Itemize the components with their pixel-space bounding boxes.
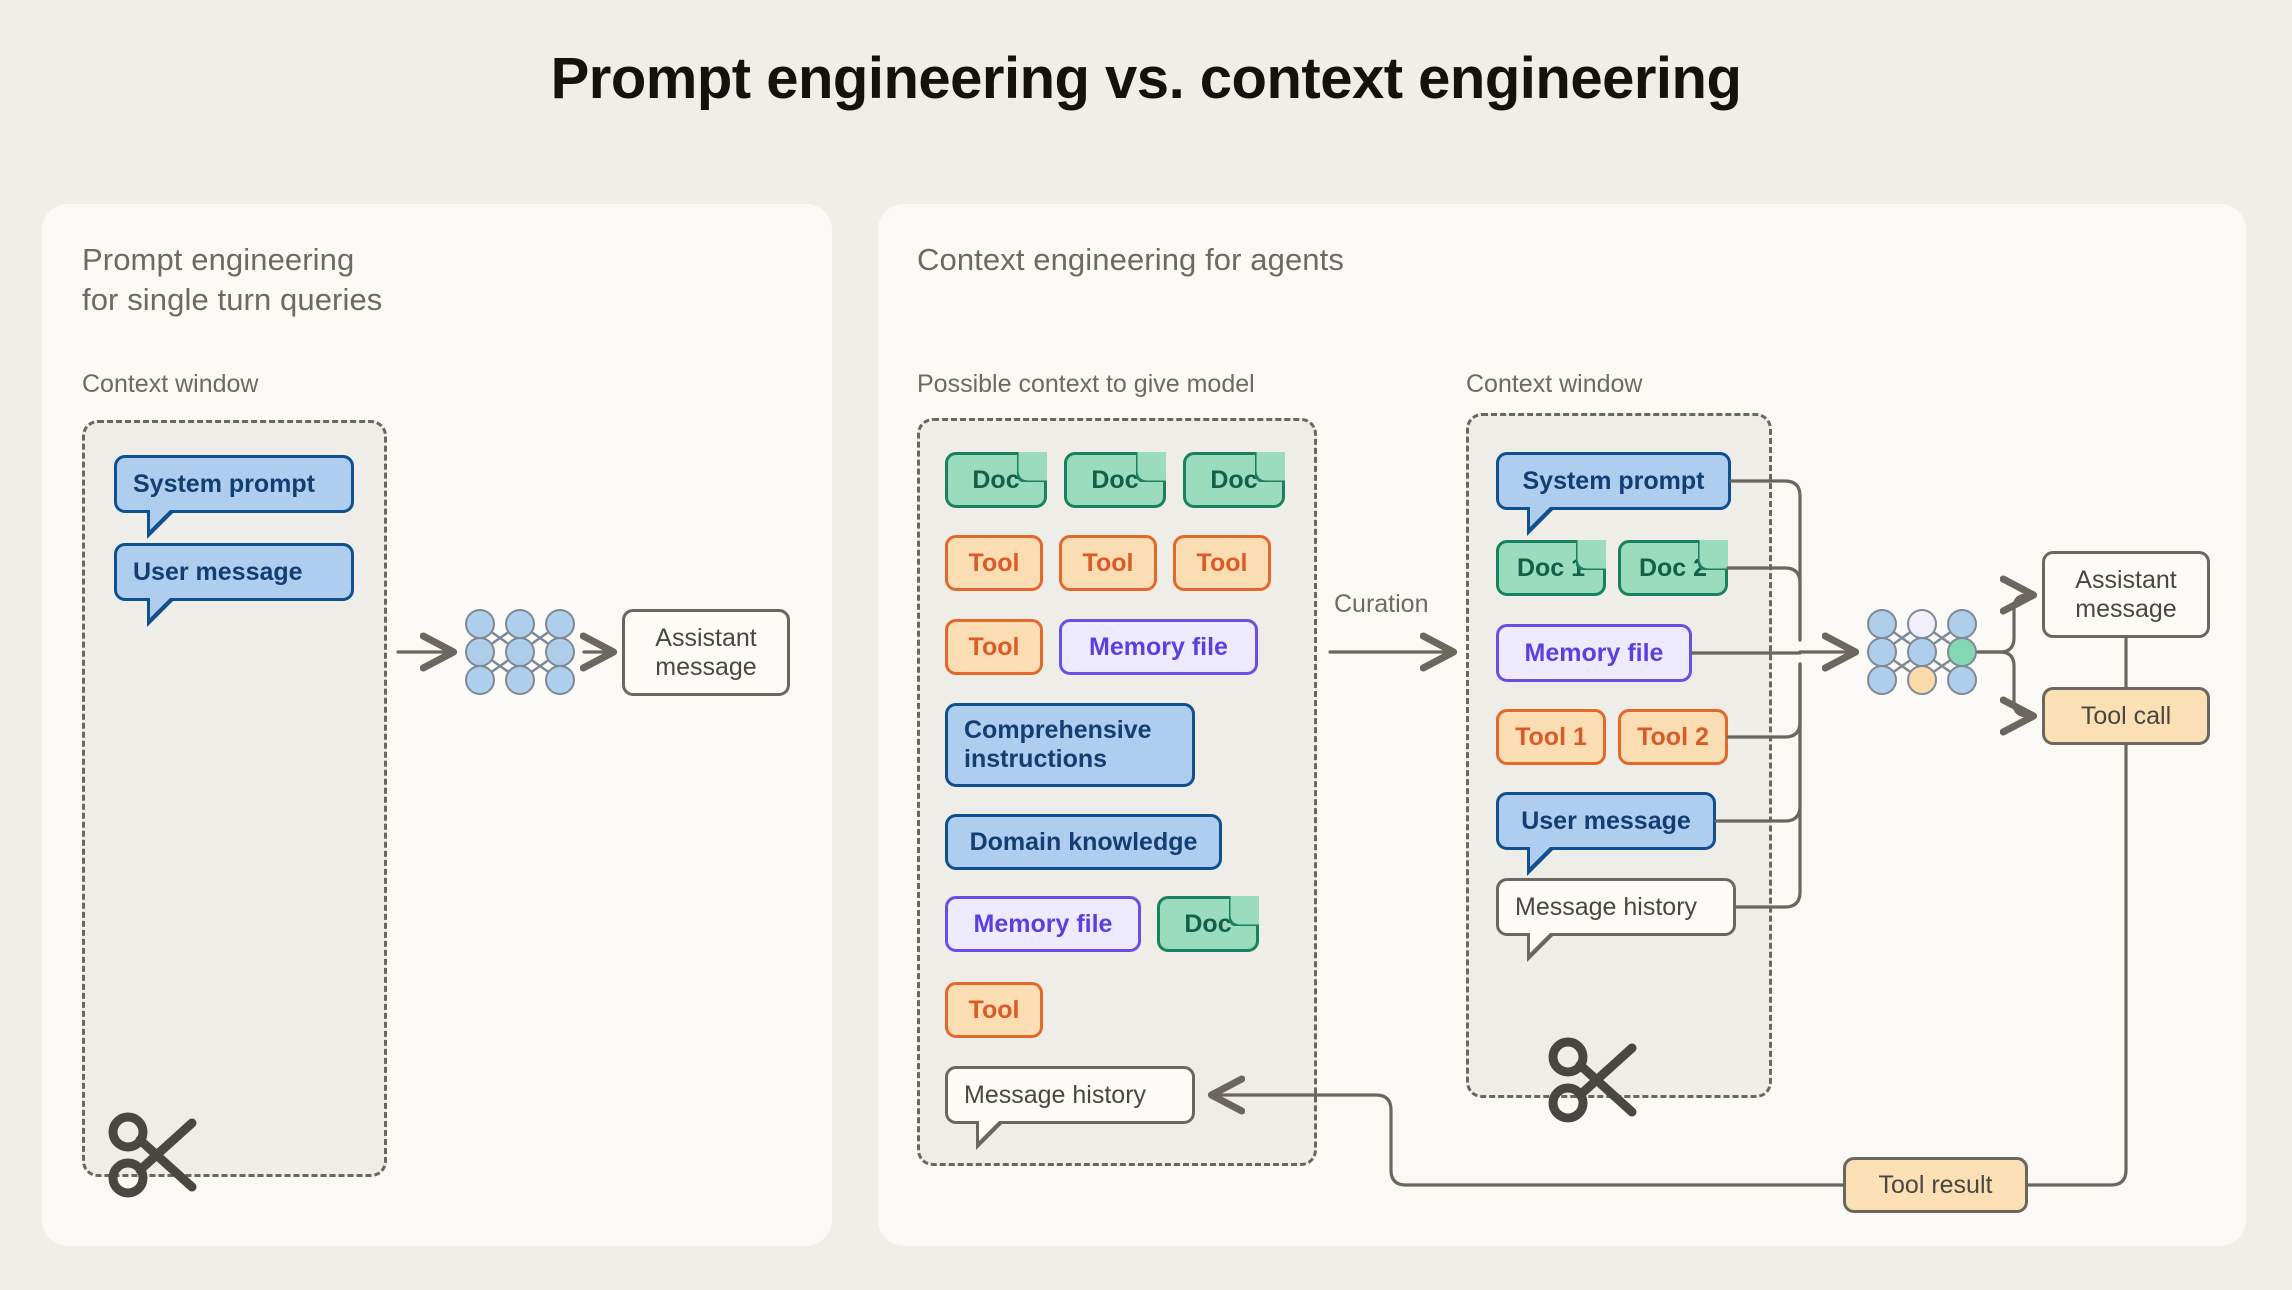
possible-context-box (917, 418, 1317, 1166)
curation-label: Curation (1334, 590, 1429, 618)
cw-tool-1-label: Tool 1 (1515, 722, 1587, 751)
possible-memory-file-2[interactable]: Memory file (945, 896, 1141, 952)
left-context-window-label: Context window (82, 370, 259, 398)
cw-system-prompt-label: System prompt (1522, 466, 1705, 495)
possible-doc-1-label: Doc (972, 465, 1020, 494)
doc-fold-icon (1136, 452, 1166, 482)
possible-doc-4[interactable]: Doc (1157, 896, 1259, 952)
possible-tool-1-label: Tool (968, 548, 1020, 577)
bubble-tail-fill-icon (1530, 933, 1550, 953)
possible-message-history-label: Message history (964, 1080, 1147, 1109)
possible-doc-1[interactable]: Doc (945, 452, 1047, 508)
possible-tool-5-label: Tool (968, 995, 1020, 1024)
left-assistant-message-box[interactable]: Assistant message (622, 609, 790, 696)
cw-doc-1-label: Doc 1 (1516, 553, 1586, 582)
cw-message-history[interactable]: Message history (1496, 878, 1736, 962)
cw-tool-2[interactable]: Tool 2 (1618, 709, 1728, 765)
tool-result-label: Tool result (1878, 1170, 1993, 1199)
possible-comprehensive-instructions[interactable]: Comprehensive instructions (945, 703, 1195, 787)
possible-tool-5[interactable]: Tool (945, 982, 1043, 1038)
doc-fold-icon (1698, 540, 1728, 570)
possible-doc-3-label: Doc (1210, 465, 1258, 494)
possible-tool-2-label: Tool (1082, 548, 1134, 577)
possible-message-history[interactable]: Message history (945, 1066, 1195, 1150)
left-chip-system-prompt-label: System prompt (133, 469, 315, 498)
cw-user-message-label: User message (1521, 806, 1691, 835)
cw-system-prompt[interactable]: System prompt (1496, 452, 1731, 536)
left-chip-user-message[interactable]: User message (114, 543, 354, 627)
cw-doc-1[interactable]: Doc 1 (1496, 540, 1606, 596)
cw-memory-file-label: Memory file (1524, 638, 1664, 667)
right-context-window-label: Context window (1466, 370, 1643, 398)
possible-doc-4-label: Doc (1184, 909, 1232, 938)
cw-memory-file[interactable]: Memory file (1496, 624, 1692, 682)
possible-memory-file-1-label: Memory file (1089, 632, 1228, 661)
bubble-tail-fill-icon (1530, 507, 1550, 527)
left-context-window (82, 420, 387, 1177)
bubble-tail-fill-icon (150, 598, 170, 618)
page-title: Prompt engineering vs. context engineeri… (550, 46, 1742, 111)
bubble-tail-fill-icon (150, 510, 170, 530)
right-assistant-message-label: Assistant message (2075, 565, 2177, 623)
right-panel-title: Context engineering for agents (917, 242, 1344, 277)
possible-tool-3-label: Tool (1196, 548, 1248, 577)
doc-fold-icon (1576, 540, 1606, 570)
possible-doc-2[interactable]: Doc (1064, 452, 1166, 508)
possible-doc-2-label: Doc (1091, 465, 1139, 494)
right-assistant-message-box[interactable]: Assistant message (2042, 551, 2210, 638)
tool-result-box[interactable]: Tool result (1843, 1157, 2028, 1213)
cw-message-history-label: Message history (1515, 892, 1698, 921)
possible-tool-3[interactable]: Tool (1173, 535, 1271, 591)
left-assistant-message-label: Assistant message (655, 623, 757, 681)
possible-tool-4-label: Tool (968, 632, 1020, 661)
possible-context-label: Possible context to give model (917, 370, 1255, 398)
possible-memory-file-1[interactable]: Memory file (1059, 619, 1258, 675)
left-chip-user-message-label: User message (133, 557, 303, 586)
possible-doc-3[interactable]: Doc (1183, 452, 1285, 508)
cw-doc-2-label: Doc 2 (1638, 553, 1708, 582)
left-chip-system-prompt[interactable]: System prompt (114, 455, 354, 539)
tool-call-box[interactable]: Tool call (2042, 687, 2210, 745)
doc-fold-icon (1017, 452, 1047, 482)
tool-call-label: Tool call (2080, 701, 2172, 730)
cw-user-message[interactable]: User message (1496, 792, 1716, 876)
doc-fold-icon (1255, 452, 1285, 482)
bubble-tail-fill-icon (979, 1121, 999, 1141)
possible-tool-4[interactable]: Tool (945, 619, 1043, 675)
possible-domain-knowledge-label: Domain knowledge (969, 827, 1198, 856)
possible-memory-file-2-label: Memory file (973, 909, 1113, 938)
cw-tool-1[interactable]: Tool 1 (1496, 709, 1606, 765)
possible-comprehensive-instructions-label: Comprehensive instructions (964, 716, 1152, 773)
bubble-tail-fill-icon (1530, 847, 1550, 867)
cw-tool-2-label: Tool 2 (1637, 722, 1709, 751)
possible-domain-knowledge[interactable]: Domain knowledge (945, 814, 1222, 870)
cw-doc-2[interactable]: Doc 2 (1618, 540, 1728, 596)
possible-tool-1[interactable]: Tool (945, 535, 1043, 591)
possible-tool-2[interactable]: Tool (1059, 535, 1157, 591)
doc-fold-icon (1229, 896, 1259, 926)
left-panel-title: Prompt engineering for single turn queri… (82, 242, 383, 318)
